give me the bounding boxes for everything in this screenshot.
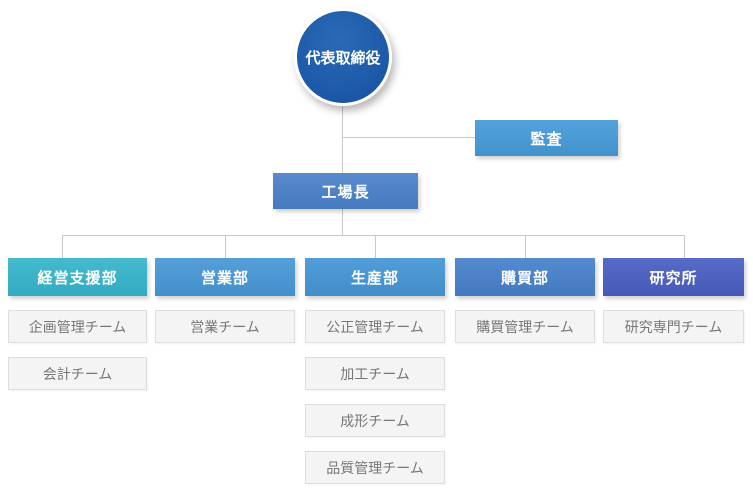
department-column: 営業部営業チーム <box>155 258 295 357</box>
department-column: 購買部購買管理チーム <box>455 258 595 357</box>
team-node: 企画管理チーム <box>8 310 147 343</box>
department-column: 経営支援部企画管理チーム会計チーム <box>8 258 147 404</box>
connector-line <box>375 235 376 258</box>
root-node: 代表取締役 <box>294 8 392 106</box>
factory-manager-node-label: 工場長 <box>321 183 370 201</box>
connector-line <box>62 235 63 258</box>
department-node: 研究所 <box>603 258 744 296</box>
department-node: 生産部 <box>305 258 445 296</box>
department-column: 生産部公正管理チーム加工チーム成形チーム品質管理チーム <box>305 258 445 491</box>
connector-line <box>684 235 685 258</box>
team-node: 営業チーム <box>155 310 295 343</box>
team-node: 研究専門チーム <box>603 310 744 343</box>
team-node: 公正管理チーム <box>305 310 445 343</box>
connector-line <box>342 137 475 138</box>
connector-line <box>62 235 685 236</box>
department-node: 購買部 <box>455 258 595 296</box>
team-node: 購買管理チーム <box>455 310 595 343</box>
team-node: 会計チーム <box>8 357 147 390</box>
department-node: 経営支援部 <box>8 258 147 296</box>
team-node: 品質管理チーム <box>305 451 445 484</box>
audit-node-label: 監査 <box>530 130 563 148</box>
department-node: 営業部 <box>155 258 295 296</box>
team-node: 加工チーム <box>305 357 445 390</box>
connector-line <box>225 235 226 258</box>
connector-line <box>525 235 526 258</box>
audit-node: 監査 <box>475 120 618 156</box>
team-node: 成形チーム <box>305 404 445 437</box>
connector-line <box>342 209 343 236</box>
factory-manager-node: 工場長 <box>273 173 418 209</box>
department-column: 研究所研究専門チーム <box>603 258 744 357</box>
root-node-label: 代表取締役 <box>305 49 381 67</box>
